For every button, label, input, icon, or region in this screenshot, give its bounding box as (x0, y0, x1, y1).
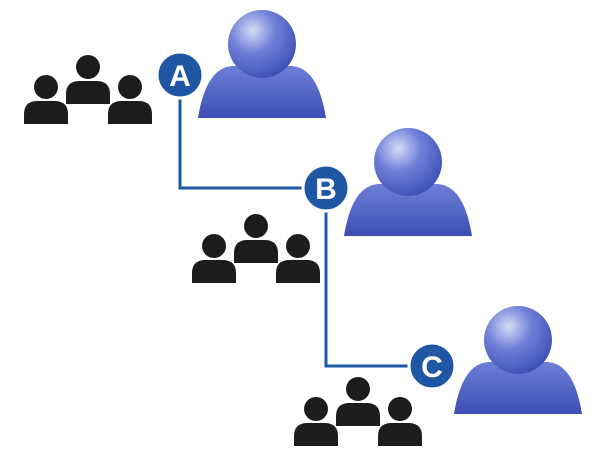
node-b-circle (301, 163, 351, 213)
node-b-label: B (315, 173, 337, 206)
node-c-label: C (421, 351, 443, 384)
people-group-a (24, 55, 152, 124)
node-b[interactable]: B (301, 163, 351, 213)
node-a[interactable]: A (155, 50, 205, 100)
user-avatar-b-icon (344, 128, 472, 236)
node-c[interactable]: C (407, 341, 457, 391)
node-a-circle (155, 50, 205, 100)
user-avatar-c-icon (454, 306, 582, 414)
node-a-label: A (169, 60, 191, 93)
user-avatar-a-icon (198, 10, 326, 118)
people-group-b (192, 214, 320, 283)
people-group-c (294, 377, 422, 446)
node-c-circle (407, 341, 457, 391)
